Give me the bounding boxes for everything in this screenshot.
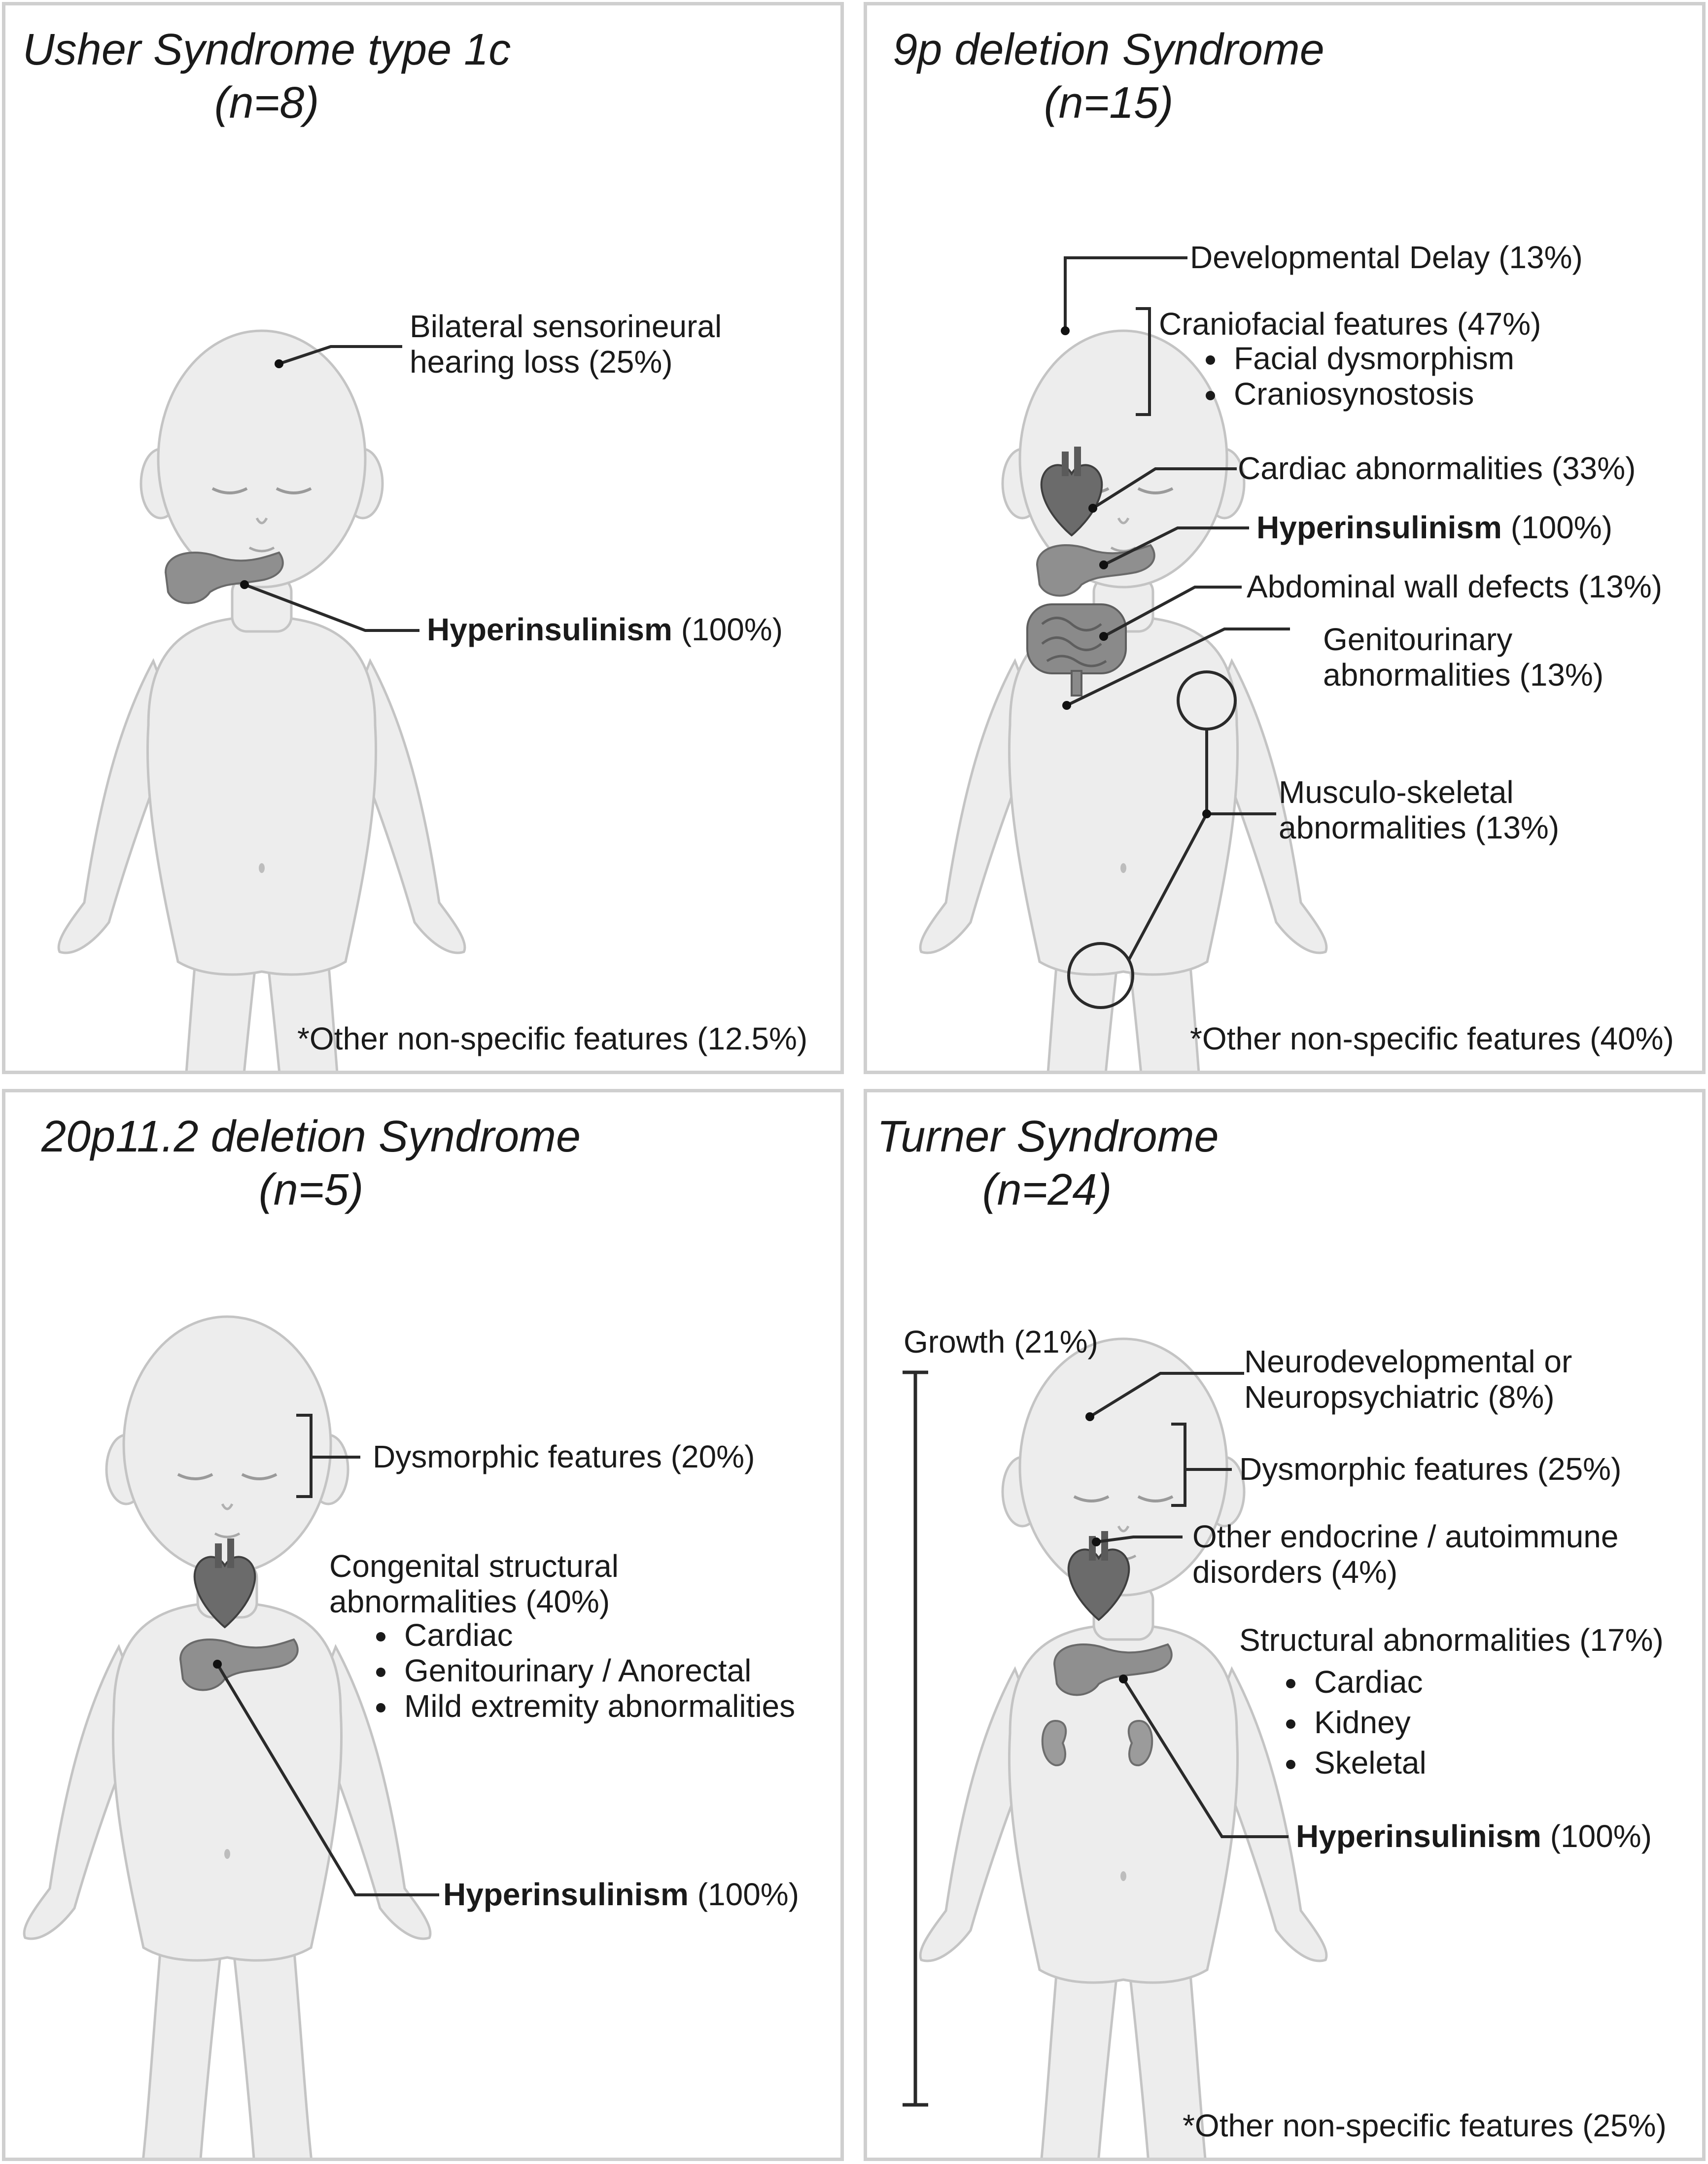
child-figure — [24, 1317, 430, 2158]
neuro-label: Neurodevelopmental or Neuropsychiatric (… — [1244, 1344, 1572, 1415]
dysmorphic-features-label: Dysmorphic features (25%) — [1239, 1451, 1622, 1487]
panel-title: Turner Syndrome (n=24) — [877, 1110, 1219, 1217]
list-item: Mild extremity abnormalities — [398, 1688, 795, 1724]
structural-abnormalities-label: Structural abnormalities (17%) — [1239, 1622, 1664, 1658]
congenital-list: Cardiac Genitourinary / Anorectal Mild e… — [329, 1617, 795, 1724]
list-item: Cardiac — [1308, 1662, 1427, 1702]
panel-9p-deletion-syndrome: 9p deletion Syndrome (n=15) Developmenta… — [864, 2, 1706, 1074]
hyperinsulinism-leader-line — [1122, 1678, 1289, 1838]
syndrome-name: 20p11.2 deletion Syndrome — [41, 1112, 581, 1161]
usher-figure-svg — [5, 5, 840, 1071]
cardiac-leader-dot — [1088, 504, 1097, 513]
hyperinsulinism-leader-dot — [240, 580, 249, 589]
congenital-structural-label: Congenital structural abnormalities (40%… — [329, 1548, 619, 1619]
hyperinsulinism-leader-line — [216, 1663, 439, 1896]
hyperinsulinism-label: Hyperinsulinism (100%) — [1296, 1818, 1652, 1854]
craniofacial-list: Facial dysmorphism Craniosynostosis — [1159, 341, 1514, 412]
list-item: Genitourinary / Anorectal — [398, 1653, 795, 1688]
panel-title: 20p11.2 deletion Syndrome (n=5) — [15, 1110, 607, 1217]
kidney-icon — [1041, 1720, 1067, 1767]
structural-list: Cardiac Kidney Skeletal — [1239, 1662, 1427, 1783]
9p-figure-svg — [867, 256, 1702, 1071]
panel-title: Usher Syndrome type 1c (n=8) — [15, 23, 518, 130]
panel-turner-syndrome: Turner Syndrome (n=24) Growth (21%) Neur… — [864, 1089, 1706, 2161]
sample-size: (n=8) — [214, 78, 319, 128]
musculoskeletal-label: Musculo-skeletal abnormalities (13%) — [1279, 774, 1560, 845]
msk-connector-line — [1127, 729, 1276, 962]
endocrine-label: Other endocrine / autoimmune disorders (… — [1192, 1519, 1619, 1590]
msk-junction-dot — [1202, 809, 1211, 818]
list-item: Cardiac — [398, 1617, 795, 1653]
hyperinsulinism-label: Hyperinsulinism (100%) — [427, 612, 783, 647]
list-item: Craniosynostosis — [1228, 376, 1514, 412]
hearing-leader-line — [279, 345, 402, 365]
kidney-icon — [1127, 1720, 1153, 1767]
genitourinary-leader-dot — [1062, 701, 1071, 710]
list-item: Skeletal — [1308, 1743, 1427, 1783]
panel-20p11-deletion-syndrome: 20p11.2 deletion Syndrome (n=5) Dysmorph… — [2, 1089, 844, 2161]
neuro-leader-line — [1089, 1372, 1244, 1418]
hearing-leader-dot — [275, 359, 283, 368]
20p-figure-svg — [5, 1092, 439, 2158]
abdominal-leader-dot — [1099, 632, 1108, 641]
dysmorphic-features-label: Dysmorphic features (20%) — [373, 1439, 755, 1474]
other-features-label: *Other non-specific features (40%) — [1190, 1021, 1674, 1056]
foot-highlight-circle — [1067, 942, 1134, 1009]
growth-bar — [903, 1370, 928, 2107]
syndrome-name: Usher Syndrome type 1c — [22, 25, 511, 74]
sample-size: (n=15) — [1044, 78, 1174, 128]
dev-delay-leader-dot — [1061, 326, 1070, 335]
developmental-delay-label: Developmental Delay (13%) — [1190, 240, 1583, 275]
hyperinsulinism-label: Hyperinsulinism (100%) — [443, 1877, 799, 1912]
panel-usher-syndrome: Usher Syndrome type 1c (n=8) Bilateral s… — [2, 2, 844, 1074]
craniofacial-bracket — [1136, 307, 1151, 416]
dysmorphic-bracket — [296, 1414, 360, 1498]
growth-label: Growth (21%) — [904, 1324, 1098, 1360]
hyperinsulinism-leader-line — [1103, 526, 1249, 566]
turner-figure-svg — [903, 1092, 1702, 2158]
list-item: Facial dysmorphism — [1228, 341, 1514, 376]
other-features-label: *Other non-specific features (12.5%) — [297, 1021, 808, 1056]
child-figure — [920, 331, 1326, 1071]
neuro-leader-dot — [1085, 1412, 1094, 1421]
hyperinsulinism-label: Hyperinsulinism (100%) — [1256, 510, 1612, 545]
hyperinsulinism-leader-dot — [213, 1660, 222, 1669]
other-features-label: *Other non-specific features (25%) — [1183, 2108, 1667, 2143]
dysmorphic-bracket — [1171, 1423, 1232, 1507]
hearing-loss-label: Bilateral sensorineural hearing loss (25… — [410, 309, 722, 380]
genitourinary-label: Genitourinary abnormalities (13%) — [1323, 622, 1604, 693]
endocrine-leader-dot — [1092, 1537, 1101, 1546]
craniofacial-label: Craniofacial features (47%) — [1159, 306, 1541, 342]
cardiac-label: Cardiac abnormalities (33%) — [1238, 451, 1636, 486]
hyperinsulinism-leader-dot — [1099, 560, 1108, 569]
endocrine-leader-line — [1096, 1536, 1183, 1543]
list-item: Kidney — [1308, 1702, 1427, 1743]
dev-delay-leader-line — [1064, 256, 1187, 331]
syndrome-name: 9p deletion Syndrome — [893, 25, 1325, 74]
sample-size: (n=5) — [258, 1165, 364, 1215]
abdominal-wall-label: Abdominal wall defects (13%) — [1247, 569, 1663, 604]
cardiac-leader-line — [1092, 467, 1237, 510]
abdominal-leader-line — [1103, 586, 1242, 638]
hyperinsulinism-leader-dot — [1119, 1675, 1128, 1683]
panel-title: 9p deletion Syndrome (n=15) — [877, 23, 1340, 130]
child-figure — [59, 331, 465, 1071]
sample-size: (n=24) — [982, 1165, 1112, 1215]
hyperinsulinism-leader-line — [244, 583, 419, 632]
genitourinary-leader-line — [1066, 628, 1290, 707]
syndrome-name: Turner Syndrome — [877, 1112, 1219, 1161]
